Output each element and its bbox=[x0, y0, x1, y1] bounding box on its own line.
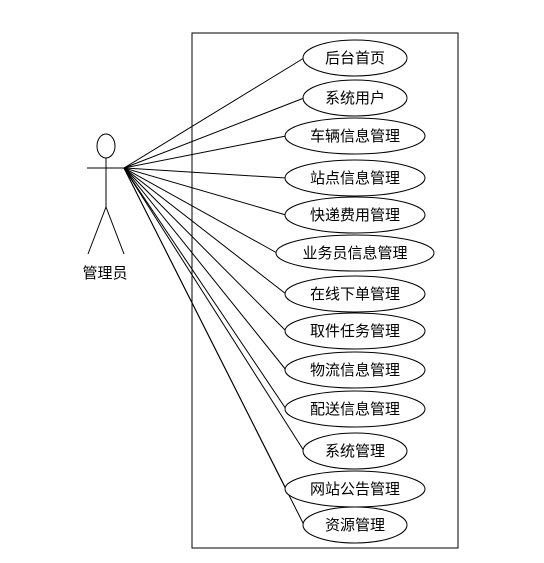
use-cases: 后台首页系统用户车辆信息管理站点信息管理快递费用管理业务员信息管理在线下单管理取… bbox=[275, 39, 435, 544]
association-line bbox=[123, 167, 287, 179]
use-case-ellipse bbox=[302, 432, 408, 470]
use-case-label: 业务员信息管理 bbox=[302, 244, 407, 262]
use-case-label: 后台首页 bbox=[325, 49, 385, 67]
use-case-ellipse bbox=[275, 234, 435, 272]
association-line bbox=[123, 167, 278, 254]
use-case: 取件任务管理 bbox=[284, 312, 426, 350]
system-boundary bbox=[191, 32, 459, 549]
use-case-label: 配送信息管理 bbox=[310, 400, 400, 418]
use-case-ellipse bbox=[302, 39, 408, 77]
use-case: 网站公告管理 bbox=[284, 470, 426, 508]
use-case: 配送信息管理 bbox=[284, 390, 426, 428]
use-case: 系统用户 bbox=[302, 79, 408, 117]
use-case-ellipse bbox=[284, 390, 426, 428]
actor-left-leg bbox=[87, 206, 107, 255]
use-case-label: 系统管理 bbox=[325, 442, 385, 460]
use-case-label: 取件任务管理 bbox=[310, 322, 400, 340]
use-case-ellipse bbox=[284, 159, 426, 197]
association-line bbox=[123, 167, 287, 410]
association-line bbox=[123, 167, 305, 452]
use-case-ellipse bbox=[284, 196, 426, 234]
actor-figure bbox=[87, 133, 125, 255]
association-line bbox=[123, 57, 305, 169]
association-line bbox=[123, 97, 305, 169]
use-case-label: 资源管理 bbox=[325, 516, 385, 534]
association-line bbox=[123, 167, 305, 526]
use-case-label: 车辆信息管理 bbox=[310, 127, 400, 145]
use-case-ellipse bbox=[302, 506, 408, 544]
use-case-ellipse bbox=[302, 79, 408, 117]
use-case: 在线下单管理 bbox=[284, 275, 426, 313]
actor-head bbox=[96, 133, 116, 159]
use-case-ellipse bbox=[284, 275, 426, 313]
use-case: 资源管理 bbox=[302, 506, 408, 544]
use-case-label: 站点信息管理 bbox=[310, 169, 400, 187]
use-case-label: 系统用户 bbox=[325, 89, 385, 107]
association-line bbox=[123, 167, 287, 371]
use-case: 物流信息管理 bbox=[284, 351, 426, 389]
use-case-ellipse bbox=[284, 351, 426, 389]
association-lines bbox=[123, 57, 305, 526]
use-case-ellipse bbox=[284, 117, 426, 155]
association-line bbox=[123, 135, 287, 169]
association-line bbox=[123, 167, 287, 216]
use-case-label: 网站公告管理 bbox=[310, 480, 400, 498]
use-case: 快递费用管理 bbox=[284, 196, 426, 234]
use-case: 系统管理 bbox=[302, 432, 408, 470]
actor-right-leg bbox=[105, 206, 125, 255]
association-line bbox=[123, 167, 287, 295]
actor-label: 管理员 bbox=[82, 264, 127, 282]
use-case-label: 物流信息管理 bbox=[310, 361, 400, 379]
use-case: 后台首页 bbox=[302, 39, 408, 77]
use-case: 车辆信息管理 bbox=[284, 117, 426, 155]
use-case-ellipse bbox=[284, 312, 426, 350]
use-case-label: 在线下单管理 bbox=[310, 285, 400, 303]
use-case: 业务员信息管理 bbox=[275, 234, 435, 272]
association-line bbox=[123, 167, 287, 332]
use-case-label: 快递费用管理 bbox=[310, 206, 400, 224]
use-case: 站点信息管理 bbox=[284, 159, 426, 197]
